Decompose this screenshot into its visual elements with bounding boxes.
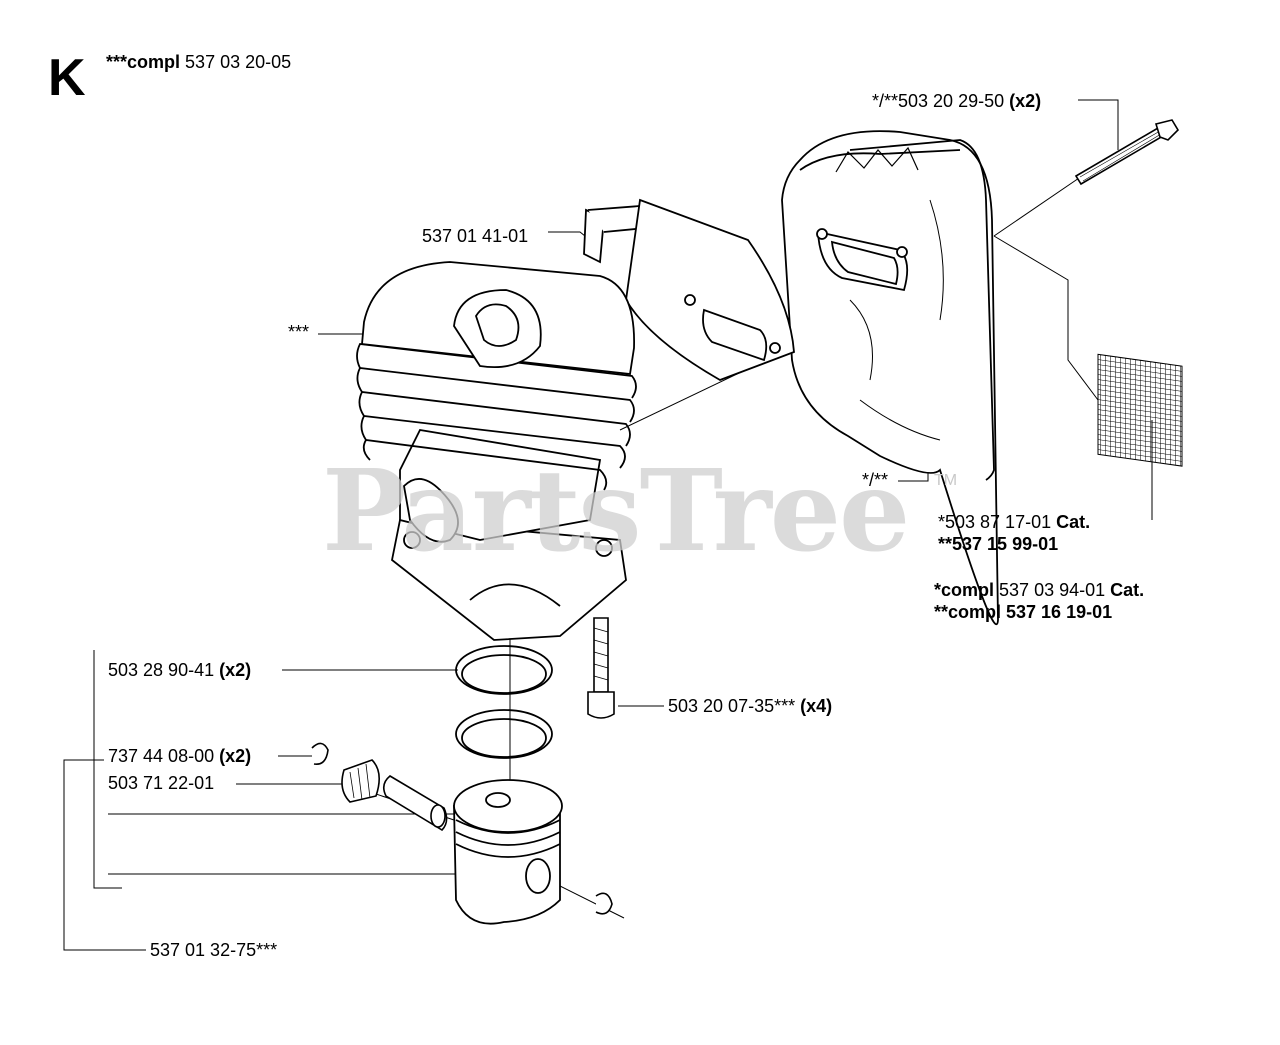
watermark-trademark: TM <box>934 472 958 489</box>
rings-qty: (x2) <box>219 660 252 680</box>
note-4: **compl 537 16 19-01 <box>934 602 1113 622</box>
note-1-number: *503 87 17-01 <box>938 512 1052 532</box>
note-3-number: 537 03 94-01 <box>999 580 1106 600</box>
muffler-label: */** <box>862 470 888 490</box>
spark-arrester-screen <box>1097 353 1183 467</box>
note-1: *503 87 17-01 Cat. <box>938 512 1090 532</box>
circlip-part-number: 737 44 08-00 <box>108 746 215 766</box>
bolt-qty: (x2) <box>1009 91 1042 111</box>
piston-pin-parts <box>311 742 613 915</box>
piston-rings <box>455 645 553 759</box>
piston <box>453 779 563 925</box>
section-letter: K <box>48 49 86 107</box>
note-2: **537 15 99-01 <box>938 534 1059 554</box>
circlip-qty: (x2) <box>219 746 252 766</box>
note-3-suffix: Cat. <box>1110 580 1145 600</box>
note-3-prefix: *compl <box>934 580 995 600</box>
muffler-part-number: */** <box>862 470 889 490</box>
bearing-label: 503 71 22-01 <box>108 773 214 793</box>
screw-label: 503 20 07-35*** (x4) <box>668 696 832 716</box>
rings-part-number: 503 28 90-41 <box>108 660 215 680</box>
long-bolt <box>1074 119 1180 186</box>
heat-shield-plate <box>583 198 795 381</box>
bracket-label: 537 01 41-01 <box>422 226 528 246</box>
bolt-label: */**503 20 29-50 (x2) <box>872 91 1041 111</box>
circlip-label: 737 44 08-00 (x2) <box>108 746 251 766</box>
screw-qty: (x4) <box>800 696 833 716</box>
screw-part-number: 503 20 07-35*** <box>668 696 796 716</box>
note-1-suffix: Cat. <box>1056 512 1091 532</box>
note-3: *compl 537 03 94-01 Cat. <box>934 580 1144 600</box>
assembly-number: 537 03 20-05 <box>185 52 292 72</box>
watermark: PartsTree <box>322 446 910 577</box>
cylinder-screw <box>587 617 615 719</box>
rings-label: 503 28 90-41 (x2) <box>108 660 251 680</box>
bearing-part-number: 503 71 22-01 <box>108 773 215 793</box>
muffler <box>781 130 999 626</box>
piston-kit-label: 537 01 32-75*** <box>150 940 277 960</box>
cylinder <box>356 261 637 641</box>
bolt-part-number: */**503 20 29-50 <box>872 91 1005 111</box>
assembly-label: ***compl 537 03 20-05 <box>106 52 291 72</box>
cylinder-label: *** <box>288 322 309 342</box>
bracket-part-number: 537 01 41-01 <box>422 226 529 246</box>
cylinder-part-number: *** <box>288 322 310 342</box>
piston-kit-part-number: 537 01 32-75*** <box>150 940 278 960</box>
assembly-prefix: ***compl <box>106 52 181 72</box>
